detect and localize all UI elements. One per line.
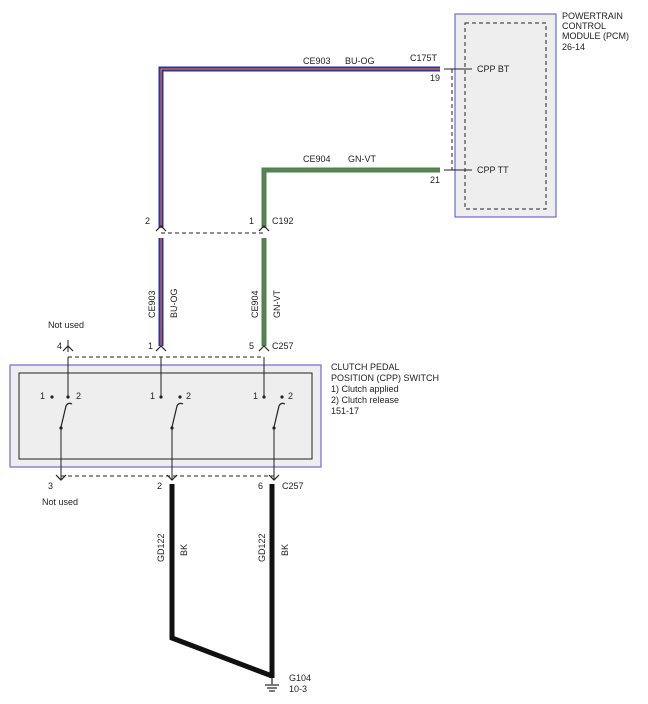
c257-top-name: C257: [272, 341, 294, 351]
cpp-switch-outline: [9, 364, 322, 468]
c257-top-pin-5-arrow: [258, 345, 270, 352]
sw3-pos-1: 1: [253, 391, 258, 401]
connector-c257-top: Not used 4 1 5 C257: [48, 320, 294, 358]
sw2-contact-2: [178, 395, 182, 399]
wire-ce904-top-color: GN-VT: [348, 154, 377, 164]
c192-pin-right: 1: [249, 216, 254, 226]
wire-ce904-mid-color: GN-VT: [272, 290, 282, 319]
cpp-title-5: 151-17: [331, 406, 359, 416]
sw3-pos-2: 2: [288, 391, 293, 401]
wire-ce903-top-color: BU-OG: [345, 56, 375, 66]
sw3-contact-2: [280, 395, 284, 399]
cpp-title-4: 2) Clutch release: [331, 395, 399, 405]
pcm-cpp-bt-label: CPP BT: [477, 64, 510, 74]
c257-top-pin-1: 1: [148, 341, 153, 351]
pcm-cpp-tt-label: CPP TT: [477, 165, 509, 175]
sw2-pos-1: 1: [150, 391, 155, 401]
c257-bottom-pin-6-arrow: [268, 474, 280, 481]
sw3-blade: [273, 402, 286, 428]
cpp-title-3: 1) Clutch applied: [331, 384, 399, 394]
sw2-contact-1: [159, 395, 163, 399]
pcm-pin-21: 21: [430, 175, 440, 185]
pcm-pin-19: 19: [430, 73, 440, 83]
c192-pin-1-arrow: [258, 225, 270, 232]
c257-top-not-used: Not used: [48, 320, 84, 330]
sw1-blade: [60, 402, 73, 428]
pcm-title-2: CONTROL: [562, 21, 606, 31]
sw1-pos-1: 1: [40, 391, 45, 401]
wire-ce903: CE903 BU-OG CE903 BU-OG: [147, 56, 440, 346]
c257-top-pin-4: 4: [57, 341, 62, 351]
sw1-contact-2: [66, 395, 70, 399]
c192-name: C192: [272, 216, 294, 226]
c257-bottom-name: C257: [282, 481, 304, 491]
pcm-title-3: MODULE (PCM): [562, 31, 629, 41]
connector-c257-bottom: 3 2 6 C257 Not used: [42, 474, 304, 507]
pcm-title-1: POWERTRAIN: [562, 11, 623, 21]
wire-gd122-right-color: BK: [280, 544, 290, 556]
pcm-outline: [454, 13, 557, 218]
c257-bottom-pin-2-arrow: [166, 474, 178, 481]
pcm-inner-outline: [464, 22, 547, 210]
wire-ce903-top-circuit: CE903: [303, 56, 331, 66]
pcm-title-4: 26-14: [562, 42, 585, 52]
connector-c192: 2 1 C192: [145, 216, 294, 234]
c192-pin-2-arrow: [155, 225, 167, 232]
sw1-pos-2: 2: [76, 391, 81, 401]
cpp-switch-inner: [18, 372, 313, 460]
sw3-contact-1: [262, 395, 266, 399]
wire-ce904-mid-circuit: CE904: [250, 290, 260, 318]
wire-ce903-upper-blue: [158, 66, 440, 228]
wire-gd122: GD122 BK GD122 BK: [156, 484, 290, 679]
wire-gd122-left: [169, 484, 273, 679]
wire-ce904-top-circuit: CE904: [303, 154, 331, 164]
pcm-connector-name: C175T: [410, 53, 438, 63]
wire-ce904: CE904 GN-VT CE904 GN-VT: [250, 154, 440, 346]
c257-bottom-pin-3: 3: [48, 481, 53, 491]
ground-name: G104: [289, 673, 311, 683]
wire-gd122-left-circuit: GD122: [156, 533, 166, 562]
cpp-title-2: POSITION (CPP) SWITCH: [331, 373, 439, 383]
cpp-title-1: CLUTCH PEDAL: [331, 362, 400, 372]
wire-ce904-upper-stripe: [263, 169, 440, 228]
wire-ce903-mid-color: BU-OG: [169, 288, 179, 318]
wire-gd122-left-color: BK: [179, 544, 189, 556]
wire-gd122-right-circuit: GD122: [257, 533, 267, 562]
c257-bottom-pin-2: 2: [157, 481, 162, 491]
c257-bottom-pin-3-arrow: [55, 474, 67, 481]
wire-ce903-mid-circuit: CE903: [147, 290, 157, 318]
sw2-blade: [171, 402, 184, 428]
pcm-module: POWERTRAIN CONTROL MODULE (PCM) 26-14 CP…: [410, 11, 629, 218]
c257-bottom-not-used: Not used: [42, 497, 78, 507]
wire-ce903-upper-stripe: [160, 68, 440, 228]
cpp-switch: 1 2 1 2 1 2 CLUTCH PEDAL POSITION (CPP) …: [9, 357, 439, 480]
c257-top-pin-1-arrow: [155, 345, 167, 352]
c257-top-pin-5: 5: [249, 341, 254, 351]
ground-g104: G104 10-3: [265, 673, 311, 694]
c192-pin-left: 2: [145, 216, 150, 226]
sw1-contact-1: [50, 395, 54, 399]
ground-ref: 10-3: [289, 684, 307, 694]
c257-bottom-pin-6: 6: [258, 481, 263, 491]
sw2-pos-2: 2: [186, 391, 191, 401]
